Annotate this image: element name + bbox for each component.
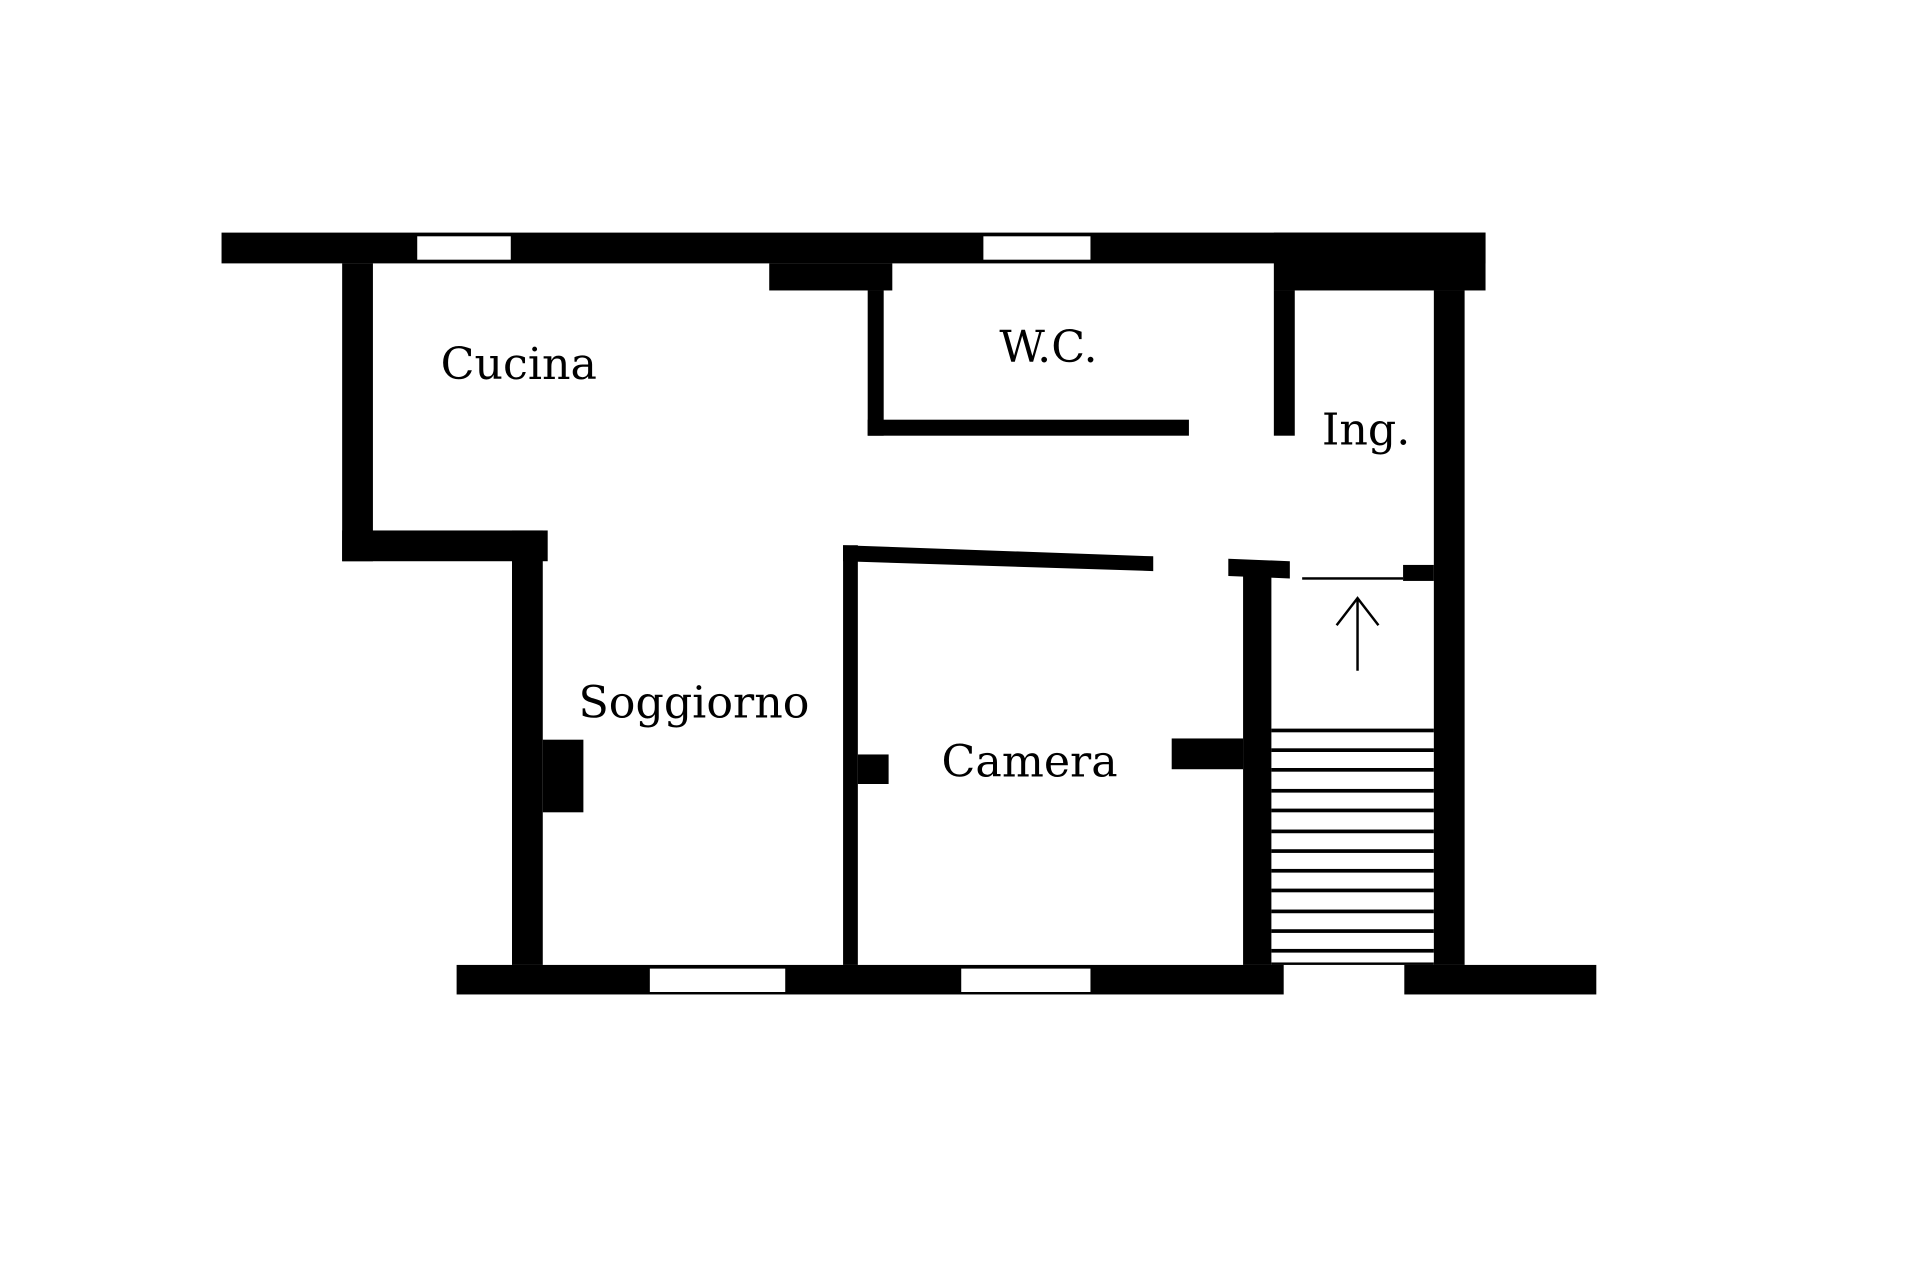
bottom-wall-left (456, 964, 1284, 995)
living-left-wall (512, 530, 543, 965)
stair-left-wall (1243, 576, 1272, 965)
window (961, 968, 1091, 992)
bedroom-stub (857, 754, 889, 784)
window (417, 236, 511, 260)
top-right-block (1273, 232, 1486, 291)
stair-step (1271, 909, 1434, 914)
stair-step (1271, 868, 1434, 873)
window (983, 236, 1091, 260)
entrance-left-wall (1273, 290, 1295, 436)
room-label-living: Soggiorno (578, 678, 809, 729)
stair-step (1271, 768, 1434, 772)
arrow-up-icon (1335, 596, 1380, 671)
windows (417, 236, 1091, 992)
stairs (1271, 728, 1434, 965)
stair-step (1271, 829, 1434, 834)
window (649, 968, 786, 992)
stair-step (1271, 929, 1434, 933)
living-pillar (542, 739, 584, 813)
wc-bottom-wall (867, 419, 1189, 436)
stair-step (1271, 728, 1434, 733)
stair-step (1271, 748, 1434, 752)
bedroom-right-stub (1171, 738, 1244, 770)
stair-step (1271, 948, 1434, 953)
stair-top-right (1403, 564, 1434, 581)
stair-step (1271, 888, 1434, 893)
bottom-wall-right (1404, 964, 1597, 995)
stair-door-line (1302, 577, 1404, 580)
stair-step (1271, 808, 1434, 813)
right-wall (1433, 290, 1465, 965)
stair-step (1271, 849, 1434, 853)
room-label-entrance: Ing. (1322, 404, 1410, 455)
room-label-wc: W.C. (999, 322, 1097, 373)
stair-step (1271, 788, 1434, 793)
wc-left-wall (867, 290, 884, 436)
walls (221, 232, 1597, 995)
stair-top-wall (1228, 558, 1290, 579)
left-wall (342, 263, 373, 562)
stair-step (1271, 962, 1434, 965)
bedroom-top-wall (843, 545, 1154, 572)
room-label-bedroom: Camera (942, 737, 1118, 788)
bedroom-left-wall (843, 545, 858, 965)
kitchen-wc-block (769, 263, 893, 291)
room-label-kitchen: Cucina (441, 339, 597, 390)
